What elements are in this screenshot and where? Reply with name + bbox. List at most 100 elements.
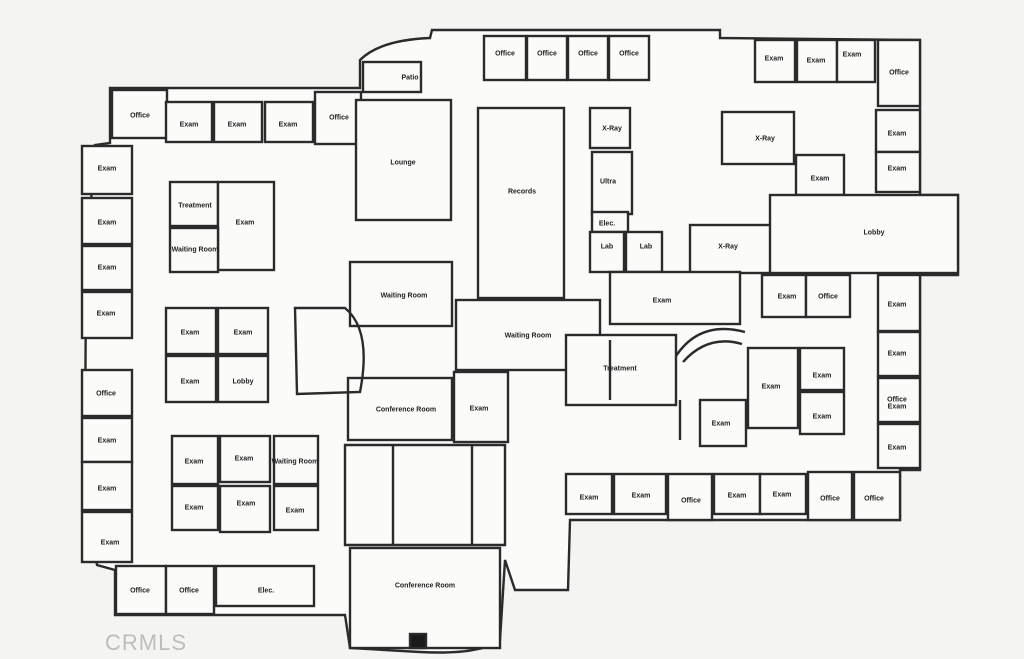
room-label: Exam <box>228 122 247 129</box>
room-box <box>806 470 854 522</box>
room-box <box>80 510 134 564</box>
room-label: Exam <box>97 311 116 318</box>
room-label: Exam <box>888 166 907 173</box>
room-box <box>80 144 134 196</box>
room-label: Waiting Room <box>172 247 219 254</box>
room-box <box>798 390 846 436</box>
room-label: Office <box>864 496 884 503</box>
room-label: Exam <box>286 508 305 515</box>
room-box <box>608 270 742 326</box>
room-label: Office <box>619 51 639 58</box>
room-label: Exam <box>813 373 832 380</box>
room-label: Waiting Room <box>505 333 552 340</box>
room-label: Exam <box>580 495 599 502</box>
room-box <box>346 376 454 442</box>
room-box <box>164 564 216 616</box>
watermark: CRMLS <box>105 630 188 655</box>
room-box <box>758 472 808 516</box>
room-label: Exam <box>98 265 117 272</box>
room-label: Exam <box>888 445 907 452</box>
room-box <box>852 470 902 522</box>
room-label: Exam <box>98 438 117 445</box>
room-box <box>666 472 714 522</box>
room-box <box>80 416 134 464</box>
interior-wall <box>675 327 746 357</box>
room-label: Exam <box>632 493 651 500</box>
room-label: X-Ray <box>602 126 622 133</box>
room-box <box>348 260 454 328</box>
room-box <box>216 180 276 272</box>
interior-wall <box>391 445 474 545</box>
room-label: Lab <box>601 244 613 251</box>
room-label: Office <box>96 391 116 398</box>
room-label: Office <box>537 51 557 58</box>
room-box <box>795 38 839 84</box>
room-box <box>607 34 651 82</box>
room-box <box>612 472 668 516</box>
room-label: Ultra <box>600 179 616 186</box>
room-label: Office <box>495 51 515 58</box>
room-box <box>452 370 510 444</box>
room-box <box>272 434 320 486</box>
room-box <box>216 306 270 356</box>
room-label: Exam <box>236 220 255 227</box>
room-label: Lobby <box>233 379 254 386</box>
room-label: Conference Room <box>376 407 436 414</box>
room-label: Exam <box>185 505 204 512</box>
room-label: Waiting Room <box>272 459 319 466</box>
room-label: Office <box>889 70 909 77</box>
room-label: Office <box>820 496 840 503</box>
room-label: Office <box>681 498 701 505</box>
room-box <box>218 434 272 484</box>
room-box <box>168 226 220 274</box>
room-box <box>590 150 634 216</box>
room-label: Exam <box>811 176 830 183</box>
room-label: Lobby <box>864 230 885 237</box>
room-box <box>164 306 218 356</box>
room-box <box>564 333 678 407</box>
room-box <box>218 484 272 534</box>
room-label: Lounge <box>390 160 415 167</box>
room-box <box>525 34 569 82</box>
room-box <box>354 98 453 222</box>
room-box <box>482 34 528 82</box>
room-box <box>170 434 220 486</box>
room-box <box>874 150 922 194</box>
room-label: Treatment <box>178 203 212 210</box>
room-box <box>164 354 218 404</box>
room-label: Office <box>329 115 349 122</box>
room-label: Office <box>130 113 150 120</box>
stair-marker <box>408 632 428 650</box>
room-label: X-Ray <box>718 244 738 251</box>
room-box <box>876 376 922 424</box>
room-box <box>876 422 922 470</box>
room-box <box>564 472 614 516</box>
room-label: Elec. <box>258 588 274 595</box>
room-box <box>712 472 762 516</box>
room-box <box>798 346 846 392</box>
room-label: Exam <box>843 52 862 59</box>
room-box <box>212 100 264 144</box>
room-label: Exam <box>180 122 199 129</box>
room-box <box>110 88 169 140</box>
room-box <box>80 460 134 512</box>
room-label: Exam <box>181 379 200 386</box>
room-box <box>588 230 626 274</box>
room-box <box>746 346 800 430</box>
room-label: Exam <box>778 294 797 301</box>
room-box <box>80 244 134 292</box>
walls <box>80 28 960 654</box>
room-box <box>624 230 664 274</box>
room-label: Elec. <box>599 221 615 228</box>
room-label: Patio <box>401 75 418 82</box>
room-label: Exam <box>234 330 253 337</box>
room-label: Exam <box>712 421 731 428</box>
room-label: Exam <box>181 330 200 337</box>
room-box <box>348 546 502 650</box>
room-label: Exam <box>98 220 117 227</box>
room-label: Office <box>179 588 199 595</box>
room-label: Exam <box>279 122 298 129</box>
room-label: Exam <box>888 302 907 309</box>
room-label: Exam <box>653 298 672 305</box>
